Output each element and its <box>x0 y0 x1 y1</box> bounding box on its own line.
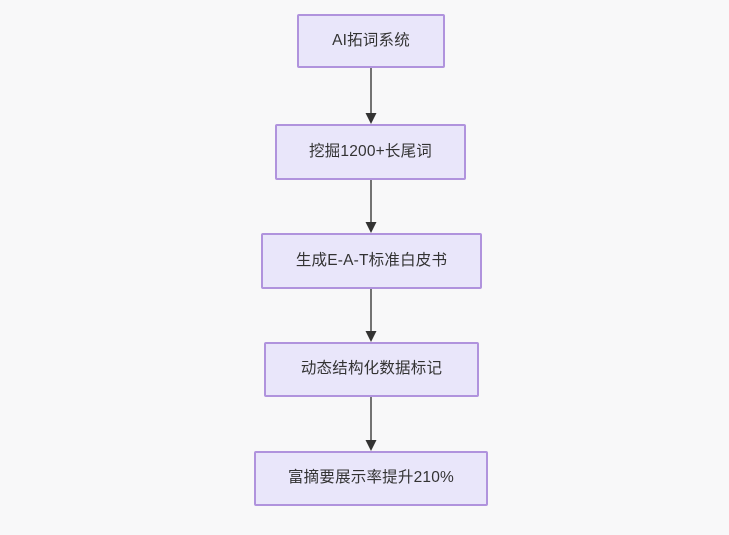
edge-node2-node3 <box>365 180 377 233</box>
flow-node-dynamic-structured-data-markup[interactable]: 动态结构化数据标记 <box>264 342 479 397</box>
flow-node-label: AI拓词系统 <box>332 31 410 49</box>
flow-node-label: 动态结构化数据标记 <box>300 360 443 378</box>
flow-node-rich-snippet-impression-uplift[interactable]: 富摘要展示率提升210% <box>254 451 488 506</box>
edge-node3-node4 <box>365 289 377 342</box>
flow-node-label: 生成E-A-T标准白皮书 <box>295 251 448 269</box>
edge-node1-node2 <box>365 68 377 124</box>
flow-node-ai-keyword-system[interactable]: AI拓词系统 <box>297 14 445 68</box>
flow-node-generate-eat-whitepaper[interactable]: 生成E-A-T标准白皮书 <box>261 233 482 289</box>
flow-node-mine-longtail-keywords[interactable]: 挖掘1200+长尾词 <box>275 124 466 180</box>
edge-node4-node5 <box>365 397 377 451</box>
flow-node-label: 富摘要展示率提升210% <box>287 469 455 487</box>
flow-node-label: 挖掘1200+长尾词 <box>308 142 433 160</box>
